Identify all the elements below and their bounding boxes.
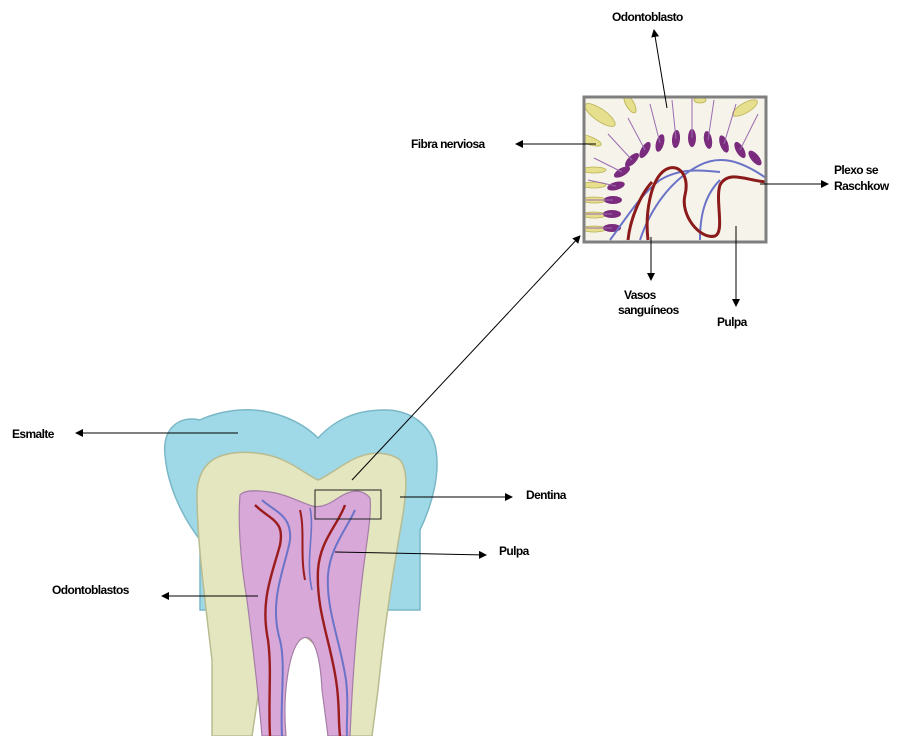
label-odontoblastos: Odontoblastos xyxy=(52,584,129,597)
arrow-zoom-connector xyxy=(352,236,580,480)
label-vasos-line1: Vasos xyxy=(624,289,656,302)
label-plexo-line2: Raschkow xyxy=(834,180,889,193)
zoom-inset xyxy=(573,93,766,242)
label-plexo-line1: Plexo se xyxy=(834,164,878,177)
label-odontoblasto: Odontoblasto xyxy=(612,11,683,24)
label-dentina: Dentina xyxy=(526,489,566,502)
label-esmalte: Esmalte xyxy=(12,428,54,441)
label-fibra-nerviosa: Fibra nerviosa xyxy=(411,138,485,151)
label-pulpa-tooth: Pulpa xyxy=(499,545,529,558)
pulp-chamber xyxy=(239,491,370,736)
tooth xyxy=(165,410,437,736)
label-pulpa-zoom: Pulpa xyxy=(717,316,747,329)
label-vasos-line2: sanguíneos xyxy=(618,304,679,317)
